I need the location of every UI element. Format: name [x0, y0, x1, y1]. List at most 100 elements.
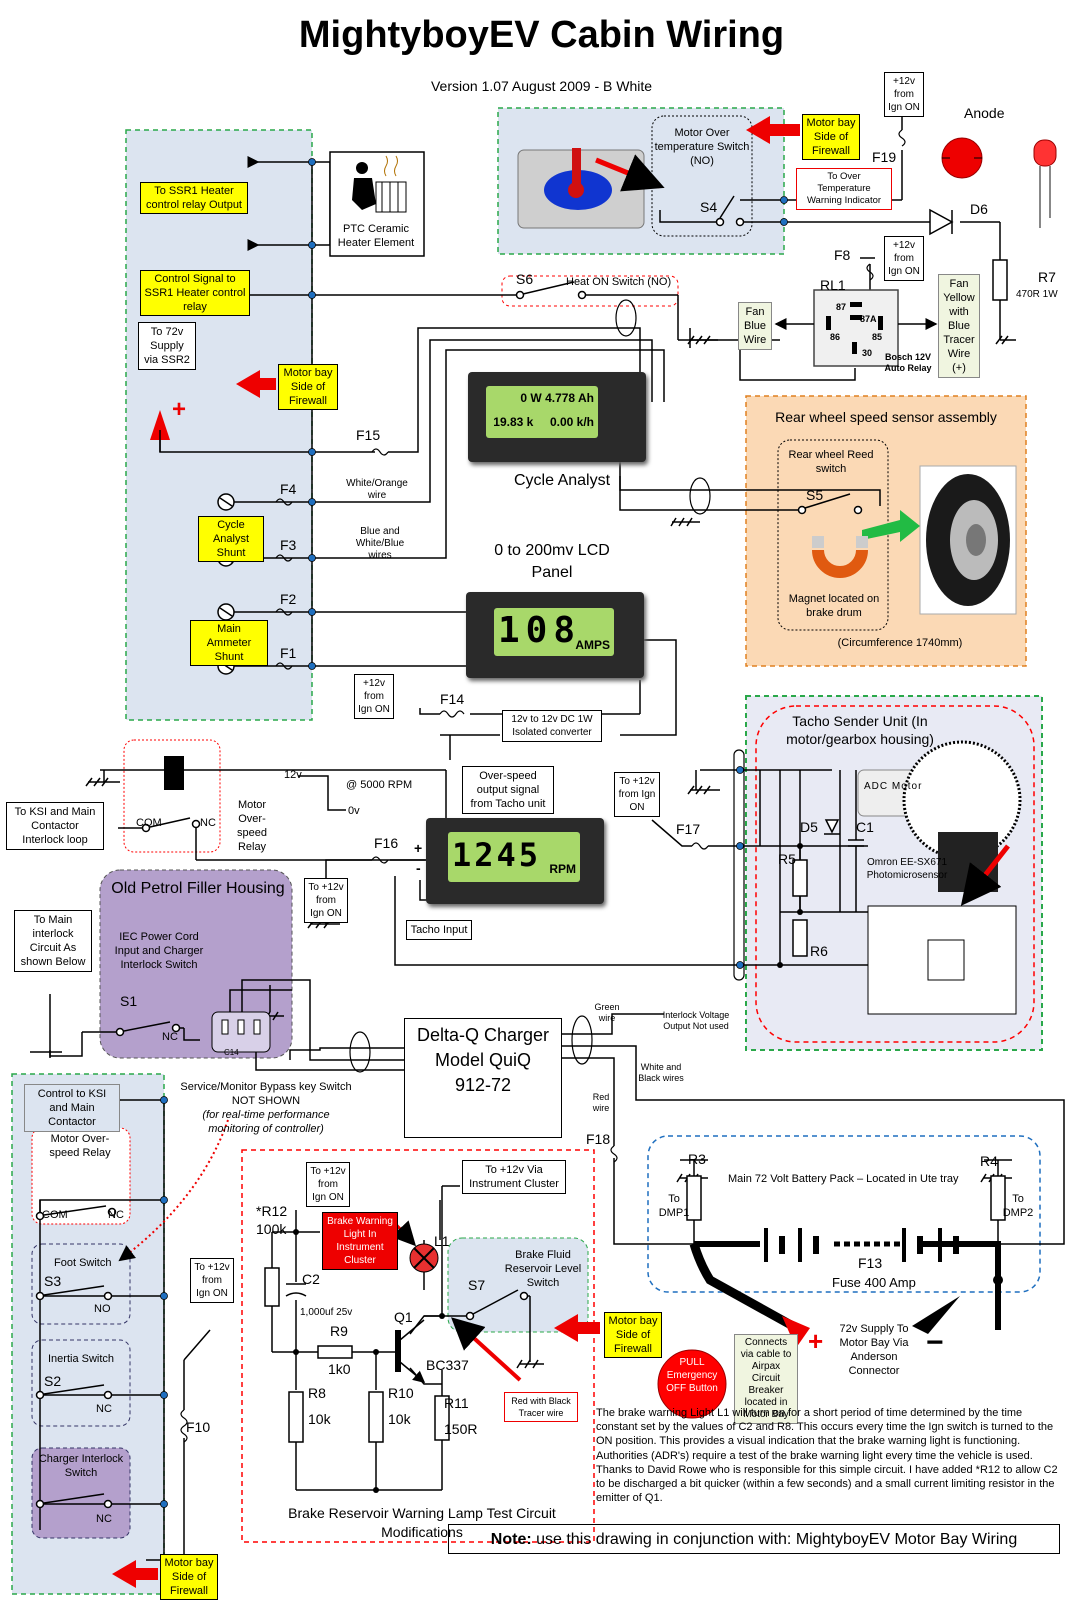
- rl1-label: RL1: [820, 277, 846, 293]
- com-label: COM: [136, 817, 162, 829]
- footer-note: Note: use this drawing in conjunction wi…: [448, 1524, 1060, 1554]
- r5-resistor: [792, 859, 808, 897]
- firewall-label-2: Motor bay Side of Firewall: [802, 114, 860, 160]
- charger-nc-label: NC: [96, 1513, 112, 1525]
- page-subtitle: Version 1.07 August 2009 - B White: [430, 78, 653, 94]
- wheel-sensor-title: Rear wheel speed sensor assembly: [775, 409, 997, 425]
- s5-label: S5: [806, 487, 824, 503]
- nc-label: NC: [200, 817, 216, 829]
- firewall-label-1: Motor bay Side of Firewall: [278, 364, 338, 410]
- filler-nc-label: NC: [162, 1031, 178, 1043]
- ign-12v-label-5: To +12v from Ign ON: [614, 772, 660, 817]
- s6-label: S6: [516, 271, 534, 287]
- amps-unit: AMPS: [575, 638, 610, 652]
- cycle-analyst-label: Cycle Analyst: [514, 472, 611, 489]
- ptc-heater-label: PTC Ceramic Heater Element: [337, 223, 415, 249]
- ssr1-control-label: Control Signal to SSR1 Heater control re…: [140, 270, 250, 316]
- ign-12v-label-6: To +12v from Ign ON: [190, 1258, 234, 1303]
- tire-icon: [919, 465, 1017, 615]
- plus-icon: +: [172, 396, 187, 423]
- charger-interlock-label: Charger Interlock Switch: [38, 1453, 124, 1479]
- white-black-wires-label: White and Black wires: [638, 1062, 684, 1083]
- ign-12v-label-3: +12v from Ign ON: [354, 674, 394, 719]
- f15-label: F15: [356, 427, 381, 443]
- brake-circuit-panel: [241, 1149, 595, 1543]
- supply-72v-motor-bay-label: 72v Supply To Motor Bay Via Anderson Con…: [839, 1323, 909, 1377]
- red-wire-label: Red wire: [592, 1092, 610, 1113]
- r4-resistor: [990, 1175, 1006, 1221]
- pin-87a: 87A: [860, 314, 877, 324]
- foot-no-label: NO: [94, 1303, 111, 1315]
- pin-85: 85: [872, 332, 883, 342]
- bypass-label: Service/Monitor Bypass key Switch NOT SH…: [180, 1081, 352, 1107]
- f4-label: F4: [280, 481, 297, 497]
- lcd-panel-title: 0 to 200mv LCD Panel: [494, 542, 610, 581]
- f18-label: F18: [586, 1131, 611, 1147]
- pin-86: 86: [830, 332, 841, 342]
- ign-12v-label-2: +12v from Ign ON: [884, 236, 924, 281]
- red-black-wire-label: Red with Black Tracer wire: [504, 1392, 578, 1422]
- blue-white-wires-label: Blue and White/Blue wires: [355, 526, 405, 561]
- r7-value: 470R 1W: [1016, 289, 1058, 300]
- s3-label: S3: [44, 1273, 62, 1289]
- r8-value: 10k: [308, 1411, 331, 1427]
- relay-coil: [164, 756, 184, 790]
- brake-circuit-title: Brake Reservoir Warning Lamp Test Circui…: [288, 1505, 556, 1540]
- rpm-unit: RPM: [549, 862, 576, 876]
- green-arrow-icon: [862, 510, 920, 542]
- ksi-label: To KSI and Main Contactor Interlock loop: [6, 802, 104, 850]
- f3-label: F3: [280, 537, 297, 553]
- r12-label: *R12: [256, 1203, 288, 1219]
- instrument-cluster-label: To +12v Via Instrument Cluster: [462, 1160, 566, 1194]
- dmp1-label: To DMP1: [658, 1193, 690, 1219]
- inertia-switch-label: Inertia Switch: [48, 1353, 115, 1365]
- r8-label: R8: [308, 1385, 326, 1401]
- bl-com-label: COM: [42, 1209, 68, 1221]
- battery-minus-icon: −: [926, 1326, 944, 1359]
- tacho-title: Tacho Sender Unit (In motor/gearbox hous…: [786, 713, 934, 747]
- c2-value: 1,000uf 25v: [300, 1307, 353, 1318]
- r9-value: 1k0: [328, 1361, 351, 1377]
- bl-overspeed-relay-label: Motor Over-speed Relay: [49, 1133, 111, 1159]
- filler-title: Old Petrol Filler Housing: [111, 880, 285, 897]
- circumference-label: (Circumference 1740mm): [837, 637, 963, 649]
- r11-label: R11: [444, 1395, 469, 1411]
- tacho-input-label: Tacho Input: [406, 920, 472, 940]
- ca-line2: 19.83 k 0.00 k/h: [493, 415, 594, 429]
- firewall-label-3: Motor bay Side of Firewall: [160, 1554, 218, 1600]
- rpm-value: 1245: [452, 836, 542, 874]
- r6-resistor: [792, 919, 808, 957]
- d6-label: D6: [970, 201, 988, 217]
- f2-label: F2: [280, 591, 297, 607]
- motor-temp-switch-label: Motor Over temperature Switch (NO): [654, 127, 750, 167]
- r11-resistor: [434, 1395, 450, 1441]
- q1-label: Q1: [394, 1309, 413, 1325]
- foot-switch-label: Foot Switch: [54, 1257, 112, 1269]
- heat-on-switch-label: Heat ON Switch (NO): [566, 276, 672, 288]
- r3-label: R3: [688, 1151, 706, 1167]
- f1-label: F1: [280, 645, 297, 661]
- overspeed-relay-box: [123, 739, 221, 853]
- bl-nc-label: NC: [108, 1209, 124, 1221]
- heater-person-icon: [352, 155, 407, 213]
- ammeter-display: 108 AMPS: [466, 592, 644, 678]
- r7-resistor: [992, 259, 1008, 301]
- tacho-disc-icon: [857, 740, 1022, 906]
- plus-terminal: +: [414, 840, 423, 856]
- pin-30: 30: [862, 348, 873, 358]
- bosch-relay-label: Bosch 12V Auto Relay: [884, 352, 932, 373]
- f8-label: F8: [834, 247, 851, 263]
- d5-label: D5: [800, 819, 818, 835]
- supply-72v-label: To 72v Supply via SSR2: [138, 322, 196, 370]
- f14-label: F14: [440, 691, 465, 707]
- r4-label: R4: [980, 1153, 998, 1169]
- r10-resistor: [368, 1391, 384, 1443]
- d6-diode-icon: [929, 208, 954, 236]
- r3-resistor: [686, 1175, 702, 1221]
- charger-box: Delta-Q Charger Model QuiQ 912-72: [404, 1018, 562, 1138]
- bc337-label: BC337: [426, 1357, 469, 1373]
- emergency-off-button[interactable]: [657, 1349, 727, 1419]
- l1-label: L1: [434, 1233, 450, 1249]
- battery-label: Main 72 Volt Battery Pack – Located in U…: [728, 1173, 959, 1185]
